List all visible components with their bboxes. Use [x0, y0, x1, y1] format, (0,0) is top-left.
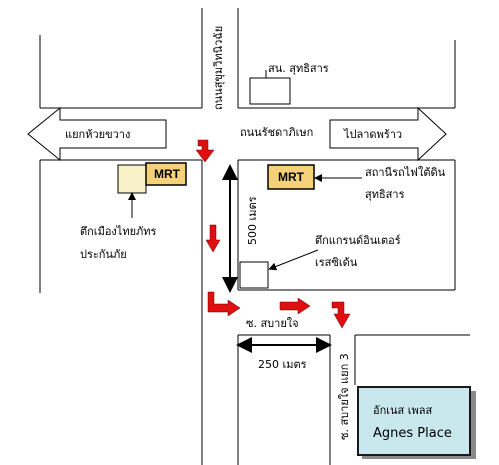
direction-left-label: แยกห้วยขวาง	[65, 128, 130, 141]
horizontal-road-label: ถนนรัชดาภิเษก	[240, 126, 313, 139]
destination-english-label: Agnes Place	[373, 426, 452, 441]
thai-insurance-building	[117, 164, 147, 194]
thai-insurance-label-2: ประกันภัย	[80, 248, 127, 261]
mrt-station-label-2: สุทธิสาร	[365, 188, 405, 201]
grand-inter-label-1: ตึกแกรนด์อินเตอร์	[315, 234, 401, 247]
soi-label: ซ. สบายใจ	[246, 317, 299, 330]
grand-inter-leader	[268, 249, 319, 271]
grand-inter-label-2: เรสซิเด้น	[315, 256, 358, 269]
vertical-road-label: ถนนสุขุมวิทนิวฉัย	[212, 26, 225, 110]
mrt-left-box	[145, 162, 187, 186]
thai-insurance-label-1: ตึกเมืองไทยภัทร	[80, 225, 157, 238]
route-arrow-5	[331, 301, 351, 329]
route-arrow-1	[195, 139, 215, 163]
destination-thai-label: อักเนส เพลส	[373, 404, 433, 417]
route-arrow-4	[279, 297, 311, 315]
distance-500-label: 500 เมตร	[246, 196, 259, 245]
mrt-left-label: MRT	[154, 167, 181, 181]
distance-250-label: 250 เมตร	[258, 358, 307, 371]
direction-right-label: ไปลาดพร้าว	[343, 128, 402, 141]
mrt-station-label-1: สถานีรถไฟใต้ดิน	[365, 166, 446, 179]
police-station-building	[249, 77, 291, 105]
police-station-label: สน. สุทธิสาร	[268, 62, 329, 75]
soi-3-label: ซ. สบายใจ แยก 3	[338, 353, 351, 440]
mrt-right-label: MRT	[278, 170, 305, 184]
grand-inter-building	[239, 261, 269, 289]
route-arrow-2	[205, 224, 221, 253]
direction-arrow-left	[27, 106, 167, 162]
direction-arrow-right	[329, 106, 447, 162]
mrt-right-box	[267, 164, 315, 190]
destination-box	[357, 386, 471, 456]
route-arrow-3	[207, 291, 241, 317]
